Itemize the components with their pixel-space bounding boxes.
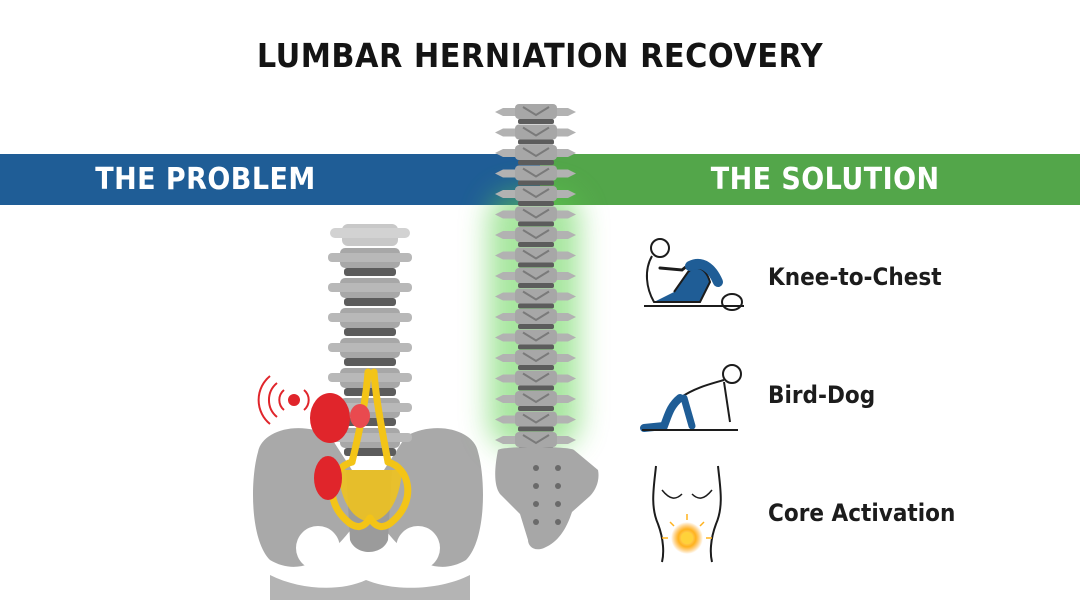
spine-vertebra bbox=[495, 370, 576, 391]
spine-vertebra bbox=[495, 186, 576, 206]
exercise-label-core-activation: Core Activation bbox=[768, 499, 956, 527]
lumbar-spine-illustration bbox=[328, 224, 412, 456]
spine-vertebra bbox=[495, 124, 576, 145]
spine-vertebra bbox=[495, 329, 576, 350]
spine-vertebra bbox=[495, 411, 576, 432]
knee-to-chest-figure-icon bbox=[644, 238, 744, 311]
spine-vertebra bbox=[495, 391, 576, 411]
lumbar-vertebra bbox=[328, 278, 412, 306]
solution-banner-label: THE SOLUTION bbox=[710, 162, 940, 197]
torso-core-glow-icon bbox=[652, 465, 722, 563]
problem-banner-label: THE PROBLEM bbox=[94, 162, 316, 197]
spine-vertebra bbox=[495, 268, 576, 288]
spine-vertebra bbox=[495, 165, 576, 186]
spine-vertebra bbox=[495, 145, 576, 165]
spine-vertebra bbox=[495, 350, 576, 370]
spine-vertebra bbox=[495, 104, 576, 124]
spine-vertebra bbox=[495, 288, 576, 309]
exercise-label-knee-to-chest: Knee-to-Chest bbox=[768, 263, 942, 291]
spine-vertebra bbox=[495, 247, 576, 268]
lumbar-vertebra bbox=[328, 338, 412, 366]
pain-indicator-icon bbox=[257, 375, 310, 425]
bird-dog-figure-icon bbox=[640, 364, 742, 432]
sacrum bbox=[495, 447, 599, 550]
exercise-label-bird-dog: Bird-Dog bbox=[768, 381, 876, 409]
spine-vertebra bbox=[495, 309, 576, 329]
lumbar-vertebra bbox=[328, 248, 412, 276]
lumbar-vertebra bbox=[328, 308, 412, 336]
solution-banner: THE SOLUTION bbox=[540, 154, 1080, 205]
herniated-disc-bulge bbox=[310, 393, 370, 500]
spine-vertebra bbox=[495, 206, 576, 227]
pelvis-illustration bbox=[253, 428, 483, 600]
full-spine-illustration bbox=[495, 104, 599, 550]
nerve-pelvic-branch bbox=[338, 470, 402, 522]
page-title: LUMBAR HERNIATION RECOVERY bbox=[256, 36, 824, 75]
spine-vertebra bbox=[495, 227, 576, 247]
problem-banner: THE PROBLEM bbox=[0, 154, 540, 205]
